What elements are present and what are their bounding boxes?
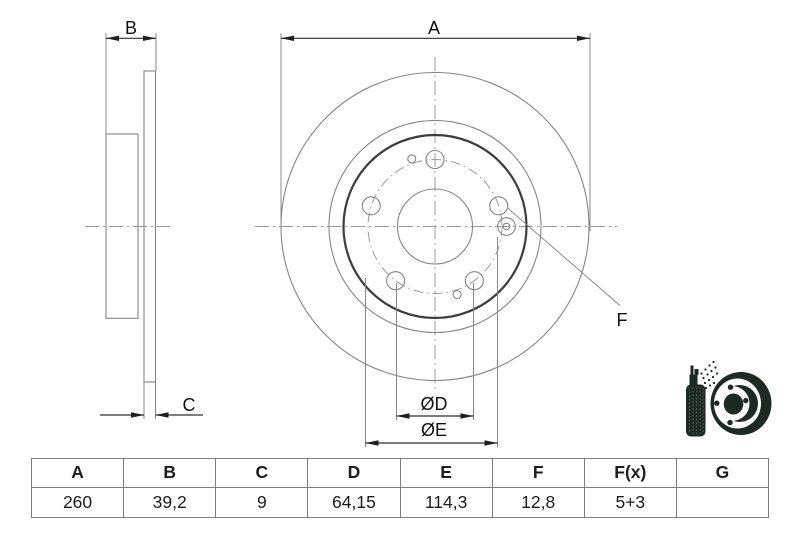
center-bore-circle: [396, 188, 474, 265]
table-value-a: 260: [30, 486, 125, 518]
technical-drawing: A B C ØD ØE F: [85, 18, 772, 447]
fixing-hole-f-inner: [502, 222, 511, 231]
spray-can-icon: [686, 360, 719, 437]
table-header-fx: F(x): [583, 458, 677, 488]
label-e: ØE: [421, 420, 447, 440]
dimension-table: A B C D E F F(x) G 260 39,2 9 64,15 114,…: [30, 458, 770, 518]
table-header-g: G: [675, 458, 770, 488]
dimension-c: C: [100, 382, 203, 419]
dimension-a: A: [280, 18, 591, 231]
fixing-hole-f-outer: [497, 217, 516, 236]
bolt-circle: [367, 159, 503, 294]
table-value-row: 260 39,2 9 64,15 114,3 12,8 5+3: [30, 486, 770, 518]
fixing-hole: [452, 289, 462, 300]
table-value-b: 39,2: [123, 486, 217, 518]
label-b: B: [125, 18, 137, 38]
table-header-d: D: [307, 458, 401, 488]
table-value-g: [675, 486, 770, 518]
table-header-a: A: [30, 458, 125, 488]
side-hat: [105, 133, 139, 319]
table-value-e: 114,3: [399, 486, 493, 518]
label-f: F: [617, 310, 628, 330]
front-view: [255, 57, 617, 393]
table-value-c: 9: [215, 486, 309, 518]
hat-circle: [342, 133, 528, 320]
outer-diameter-circle: [280, 71, 590, 382]
label-d: ØD: [421, 394, 448, 414]
table-header-e: E: [399, 458, 493, 488]
friction-band-inner-circle: [328, 119, 542, 334]
table-value-fx: 5+3: [583, 486, 677, 518]
coated-disc-logo: [686, 360, 772, 437]
coated-brake-disc-icon: [710, 372, 772, 435]
side-friction-ring: [143, 70, 157, 383]
table-value-f: 12,8: [491, 486, 585, 518]
label-a: A: [428, 18, 440, 38]
bolt-hole: [464, 271, 484, 291]
bolt-hole: [386, 271, 406, 291]
dimension-e: ØE: [365, 237, 498, 447]
table-header-b: B: [123, 458, 217, 488]
dimension-f: F: [506, 207, 628, 330]
label-c: C: [183, 395, 196, 415]
fixing-hole: [407, 154, 417, 164]
bolt-hole: [489, 196, 509, 216]
table-header-f: F: [491, 458, 585, 488]
bolt-hole: [361, 196, 381, 216]
dimension-d: ØD: [396, 283, 474, 420]
table-value-d: 64,15: [307, 486, 401, 518]
table-header-c: C: [215, 458, 309, 488]
side-view: [85, 70, 170, 383]
dimension-b: B: [105, 18, 157, 134]
table-header-row: A B C D E F F(x) G: [30, 458, 770, 488]
bolt-hole: [425, 149, 445, 170]
spray-dots: [700, 360, 719, 390]
